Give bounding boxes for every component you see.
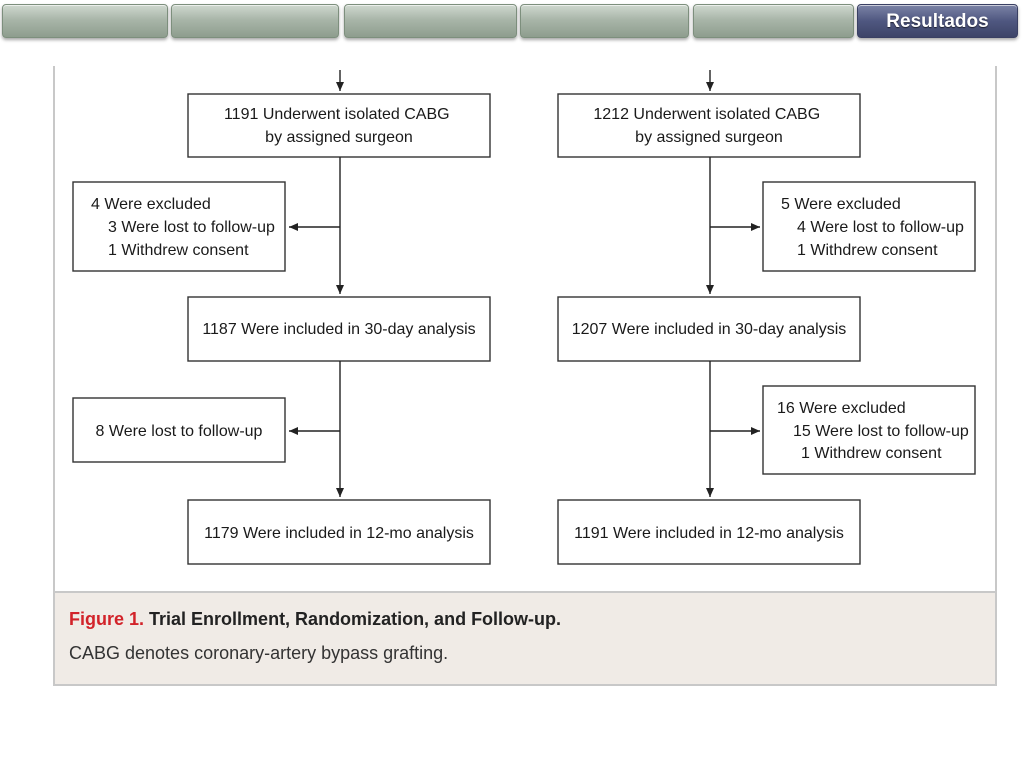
left-excluded2-text: 8 Were lost to follow-up <box>96 423 263 440</box>
figure-caption: Figure 1. Trial Enrollment, Randomizatio… <box>53 591 997 686</box>
right-underwent-box <box>557 93 861 158</box>
tab-resultados[interactable]: Resultados <box>857 4 1018 38</box>
right-excluded1-box <box>762 181 976 272</box>
left-included30-box <box>187 296 491 362</box>
caption-figure-number: Figure 1. <box>69 609 145 629</box>
left-included12-box <box>187 499 491 565</box>
tab-5[interactable] <box>693 4 854 38</box>
left-underwent-text: 1191 Underwent isolated CABG by assigned… <box>224 106 454 146</box>
tab-4[interactable] <box>520 4 689 38</box>
right-excluded2-box <box>762 385 976 475</box>
right-included30-box <box>557 296 861 362</box>
right-excluded1-text: 5 Were excluded 4 Were lost to follow-up… <box>781 196 968 259</box>
tab-3[interactable] <box>344 4 517 38</box>
left-excluded2-box <box>72 397 286 463</box>
caption-title: Figure 1. Trial Enrollment, Randomizatio… <box>69 609 561 630</box>
tab-2[interactable] <box>171 4 339 38</box>
caption-text: CABG denotes coronary-artery bypass graf… <box>69 643 449 663</box>
tab-bar: Resultados <box>0 0 1024 44</box>
right-included12-box <box>557 499 861 565</box>
left-included12-text: 1179 Were included in 12-mo analysis <box>204 525 474 542</box>
tab-1[interactable] <box>2 4 168 38</box>
right-excluded2-text: 16 Were excluded 15 Were lost to follow-… <box>777 400 973 462</box>
figure-panel <box>53 66 997 686</box>
left-underwent-box <box>187 93 491 158</box>
right-underwent-text: 1212 Underwent isolated CABG by assigned… <box>593 106 824 146</box>
left-excluded1-text: 4 Were excluded 3 Were lost to follow-up… <box>91 196 279 259</box>
caption-heading: Trial Enrollment, Randomization, and Fol… <box>149 609 562 629</box>
right-included30-text: 1207 Were included in 30-day analysis <box>572 321 847 338</box>
right-included12-text: 1191 Were included in 12-mo analysis <box>574 525 844 542</box>
left-included30-text: 1187 Were included in 30-day analysis <box>202 321 475 338</box>
left-excluded1-box <box>72 181 286 272</box>
